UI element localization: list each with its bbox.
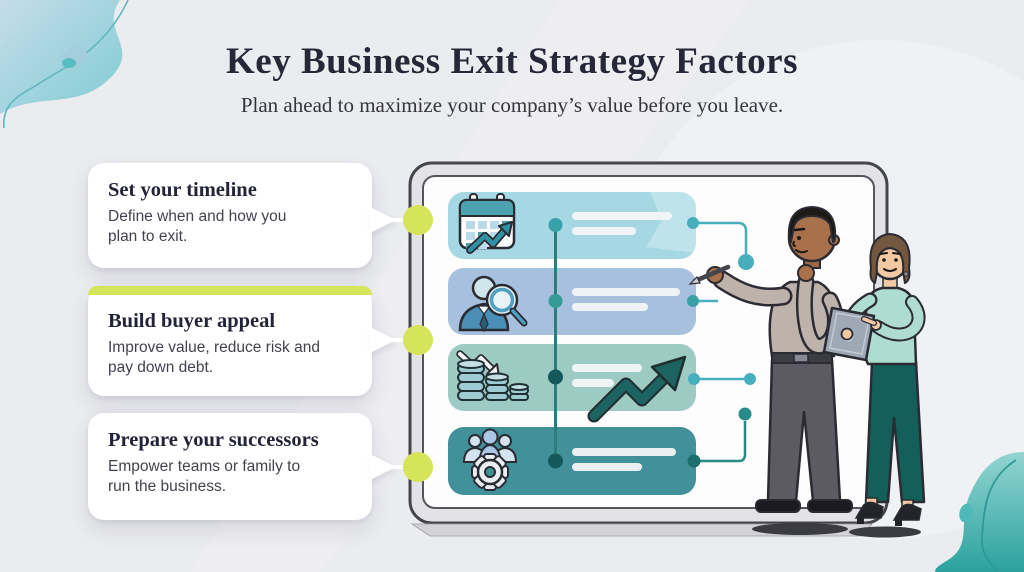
growth-arrow-icon [587, 355, 687, 423]
woman-face [879, 252, 901, 272]
team-gear-succession-icon [462, 428, 518, 491]
page-subtitle: Plan ahead to maximize your company’s va… [240, 93, 784, 117]
connector-line [372, 465, 410, 469]
label-bar [572, 448, 676, 456]
connector-dots [687, 217, 756, 468]
man-face [792, 227, 808, 254]
label-bar [572, 288, 680, 296]
woman-shadow [849, 526, 921, 538]
connector-line [372, 338, 410, 342]
label-bar [572, 364, 642, 372]
card-set-your-timeline: Set your timeline Define when and how yo… [88, 163, 372, 268]
card-title: Prepare your successors [108, 429, 319, 451]
row-connectors [693, 221, 748, 463]
pen-icon [688, 264, 731, 285]
card-title: Set your timeline [108, 179, 257, 201]
whiteboard-illustration [408, 161, 926, 538]
page-title: Key Business Exit Strategy Factors [226, 41, 798, 82]
top-left-blob [0, 0, 129, 129]
connector-line [372, 218, 410, 222]
calendar-growth-icon [458, 193, 516, 254]
card-title: Build buyer appeal [108, 310, 276, 332]
timeline-connector [548, 218, 563, 469]
earring [903, 271, 909, 277]
card-description: Empower teams or family to run the busin… [108, 458, 301, 495]
lime-marker-dot [403, 205, 433, 235]
label-bar [572, 227, 636, 235]
card-description: Improve value, reduce risk and pay down … [108, 339, 320, 376]
card-description: Define when and how you plan to exit. [108, 208, 287, 245]
coins-debt-reduction-icon [456, 350, 529, 401]
buyer-magnifier-icon [458, 275, 528, 333]
man-hand-chin [797, 264, 815, 282]
label-bar [572, 463, 642, 471]
lime-marker-dot [403, 325, 433, 355]
woman-holding-tablet [822, 233, 926, 526]
board-row-buyer [448, 268, 696, 335]
woman-hand-holding [840, 327, 854, 341]
woman-heels [854, 501, 922, 526]
card-prepare-your-successors: Prepare your successors Empower teams or… [88, 413, 372, 520]
label-bar [572, 212, 672, 220]
gear [471, 453, 509, 491]
label-bar [572, 379, 614, 387]
bottom-right-blob [935, 452, 1024, 572]
man-shadow [752, 523, 848, 535]
row-ghost-shape [646, 192, 696, 253]
coin-stacks [457, 359, 529, 401]
card-build-buyer-appeal: Build buyer appeal Improve value, reduce… [88, 286, 372, 396]
lime-marker-dot [403, 452, 433, 482]
accent-stripe [88, 286, 372, 295]
label-bar [572, 303, 648, 311]
